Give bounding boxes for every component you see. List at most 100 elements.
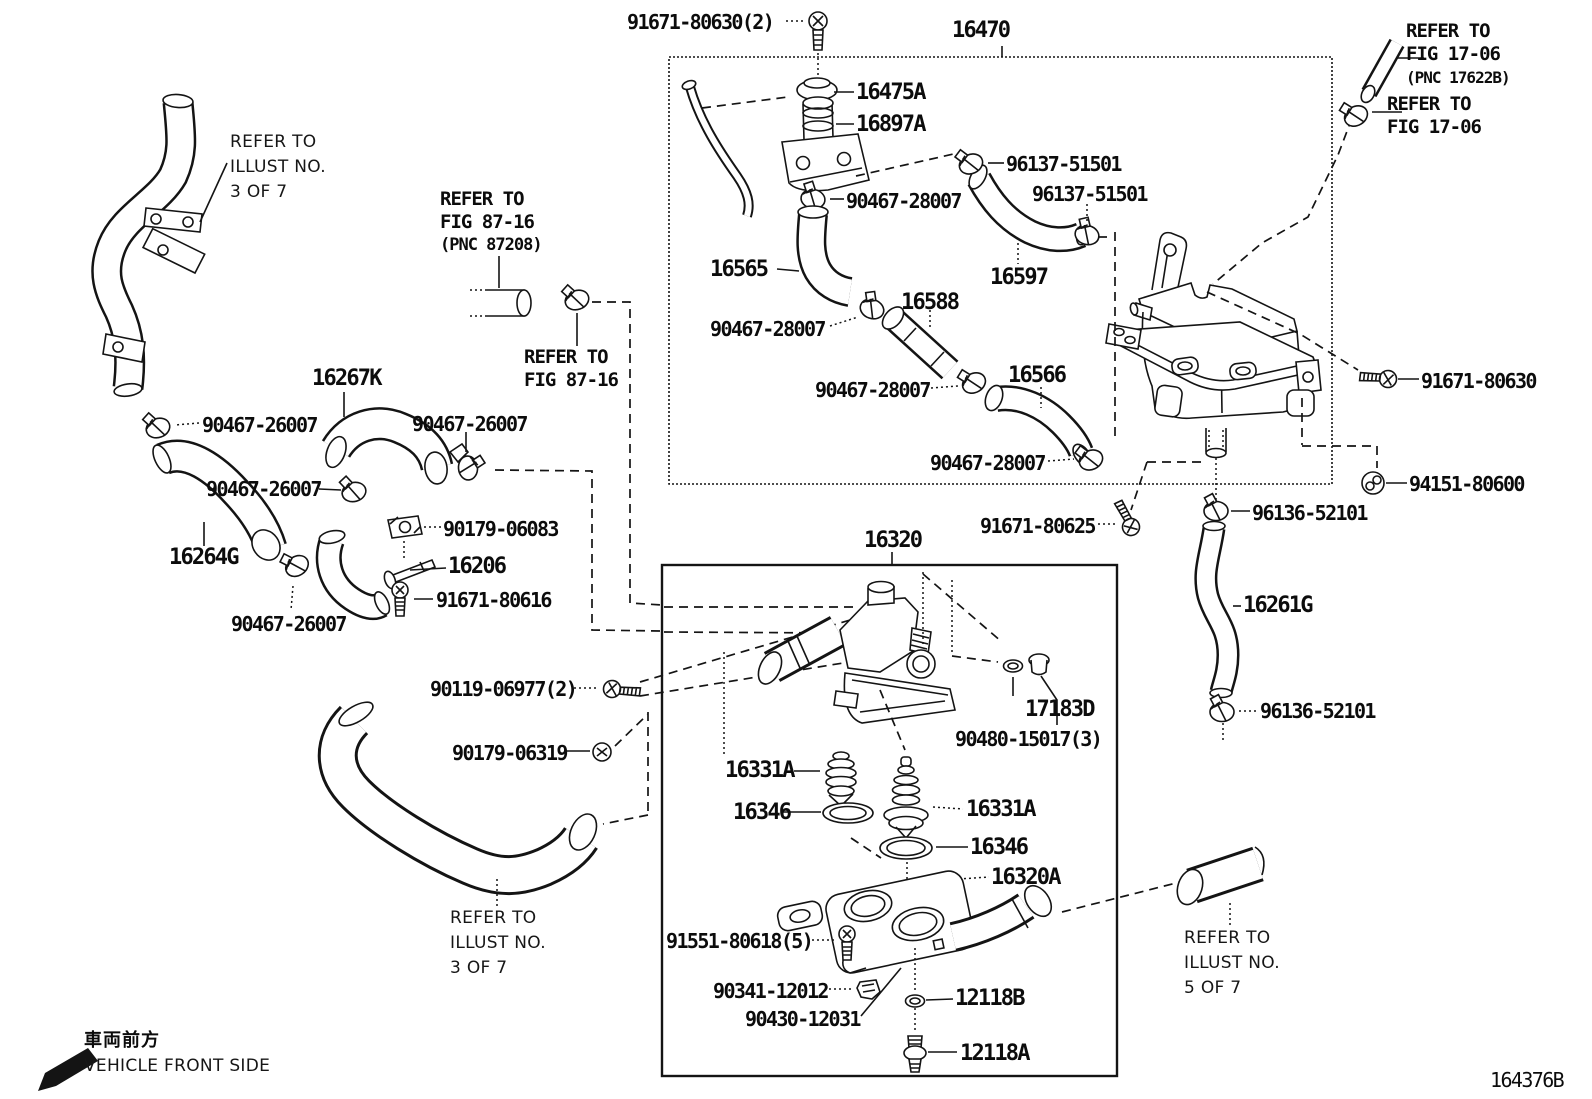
note-line: 3 OF 7 <box>230 182 288 202</box>
nut-icon-94151-80600 <box>1361 471 1385 495</box>
part-label-16331A-right: 16331A <box>966 797 1036 822</box>
part-label-90467-26007-a: 90467-26007 <box>202 413 318 437</box>
part-label-16597: 16597 <box>990 265 1049 290</box>
front-marker-en: VEHICLE FRONT SIDE <box>84 1056 271 1076</box>
overflow-hose <box>681 79 754 218</box>
part-label-90467-26007-d: 90467-26007 <box>231 612 347 636</box>
note-line: FIG 17-06 <box>1387 116 1482 138</box>
bolt-icon-91671-80630-2 <box>808 11 828 51</box>
hose-clamp-icon <box>276 544 314 582</box>
part-label-90467-28007-d: 90467-28007 <box>930 451 1046 475</box>
note-illust-3of7-top: REFER TO ILLUST NO. 3 OF 7 <box>230 130 326 205</box>
drain-cock-icon-12118A <box>903 1035 927 1073</box>
pipe-16206 <box>383 558 437 590</box>
hose-16565 <box>796 205 853 307</box>
projection-line <box>922 573 1003 643</box>
reservoir-tank <box>1105 231 1322 459</box>
leader-note-illust3of7-top <box>199 162 228 223</box>
plug-icon-90480-15017 <box>1028 653 1050 676</box>
bolt-icon <box>391 581 409 617</box>
part-label-16470: 16470 <box>952 18 1011 43</box>
projection-line <box>951 655 999 663</box>
bolt-icon-90119-06977 <box>601 678 642 703</box>
leader-16565 <box>776 268 800 272</box>
note-line: REFER TO <box>450 908 537 928</box>
hose-clamp-icon <box>1209 693 1235 723</box>
leader-90467-28007-d <box>1047 458 1075 462</box>
leader-90430-12031 <box>860 967 902 1017</box>
part-label-90119-06977: 90119-06977(2) <box>430 677 578 701</box>
part-label-16566: 16566 <box>1008 363 1067 388</box>
part-label-90179-06083: 90179-06083 <box>443 517 559 541</box>
note-line: REFER TO <box>1184 928 1271 948</box>
part-label-91671-80630-2: 91671-80630(2) <box>627 10 775 34</box>
part-label-16475A: 16475A <box>856 80 926 105</box>
part-label-96136-52101-a: 96136-52101 <box>1252 501 1368 525</box>
upper-radiator-hose <box>91 93 206 398</box>
box-16320 <box>660 563 1119 1078</box>
bolt-icon-91671-80625 <box>1110 497 1144 540</box>
thermostat-16331A-left <box>825 751 857 808</box>
note-line: REFER TO <box>1387 93 1472 115</box>
bolt-icon-91551-80618 <box>838 925 856 961</box>
projection-line <box>1206 291 1359 371</box>
part-label-12118B: 12118B <box>955 986 1025 1011</box>
leader-90467-26007-d <box>290 585 294 611</box>
leader-90480-15017 <box>1040 675 1058 725</box>
part-label-91671-80625: 91671-80625 <box>980 514 1096 538</box>
heater-pipe-stub <box>468 289 532 317</box>
part-label-96136-52101-b: 96136-52101 <box>1260 699 1376 723</box>
note-line: 5 OF 7 <box>1184 978 1242 998</box>
part-label-96137-51501-a: 96137-51501 <box>1006 152 1122 176</box>
part-label-16320A: 16320A <box>991 865 1061 890</box>
note-line: FIG 87-16 <box>440 211 535 233</box>
projection-line <box>701 96 789 109</box>
note-fig17-06: REFER TO FIG 17-06 <box>1387 93 1482 139</box>
hose-stub-illust5 <box>1176 846 1265 906</box>
note-line: REFER TO <box>230 132 317 152</box>
clip-nut-icon <box>387 515 423 539</box>
note-line: REFER TO <box>524 346 609 368</box>
part-label-17183D: 17183D <box>1025 697 1095 722</box>
hose-clamp-icon <box>954 361 990 399</box>
part-label-90467-28007-a: 90467-28007 <box>846 189 962 213</box>
part-label-16897A: 16897A <box>856 112 926 137</box>
part-label-12118A: 12118A <box>960 1041 1030 1066</box>
hose-16264G <box>152 439 287 561</box>
note-line: (PNC 87208) <box>440 235 543 255</box>
box-16470 <box>668 56 1333 485</box>
note-illust-5of7: REFER TO ILLUST NO. 5 OF 7 <box>1184 926 1280 1001</box>
front-marker-jp: 車両前方 <box>84 1030 160 1051</box>
projection-line <box>879 689 906 751</box>
part-label-90467-26007-c: 90467-26007 <box>206 477 322 501</box>
projection-line <box>1301 398 1378 468</box>
hose-16261G <box>1194 520 1240 699</box>
grommet-icon-17183D <box>1002 659 1024 673</box>
hose-clamp-icon <box>139 406 174 442</box>
leader-90467-26007-a <box>174 422 200 426</box>
part-label-90341-12012: 90341-12012 <box>713 979 829 1003</box>
projection-line <box>494 469 663 632</box>
plug-icon-90341-12012 <box>856 979 881 1000</box>
projection-line <box>1061 881 1181 913</box>
gasket-16346-left <box>822 802 874 824</box>
note-line: ILLUST NO. <box>450 933 546 953</box>
hose-16267K <box>321 407 454 485</box>
part-label-91671-80616: 91671-80616 <box>436 588 552 612</box>
part-label-90467-28007-b: 90467-28007 <box>710 317 826 341</box>
front-direction-arrow-icon <box>38 1048 98 1091</box>
leader-16320A <box>958 876 990 880</box>
note-fig87-16: REFER TO FIG 87-16 <box>524 346 619 392</box>
clamp-tab <box>448 442 470 464</box>
leader-90467-28007-b <box>829 316 859 327</box>
part-label-90179-06319: 90179-06319 <box>452 741 568 765</box>
part-label-16331A-left: 16331A <box>725 758 795 783</box>
leader-90467-28007-c <box>930 385 959 389</box>
part-label-90467-28007-c: 90467-28007 <box>815 378 931 402</box>
note-line: REFER TO <box>1406 20 1491 42</box>
part-label-90480-15017: 90480-15017(3) <box>955 727 1103 751</box>
part-label-96137-51501-b: 96137-51501 <box>1032 182 1148 206</box>
bolt-icon-91671-80630 <box>1358 366 1399 390</box>
note-line: (PNC 17622B) <box>1406 68 1511 87</box>
